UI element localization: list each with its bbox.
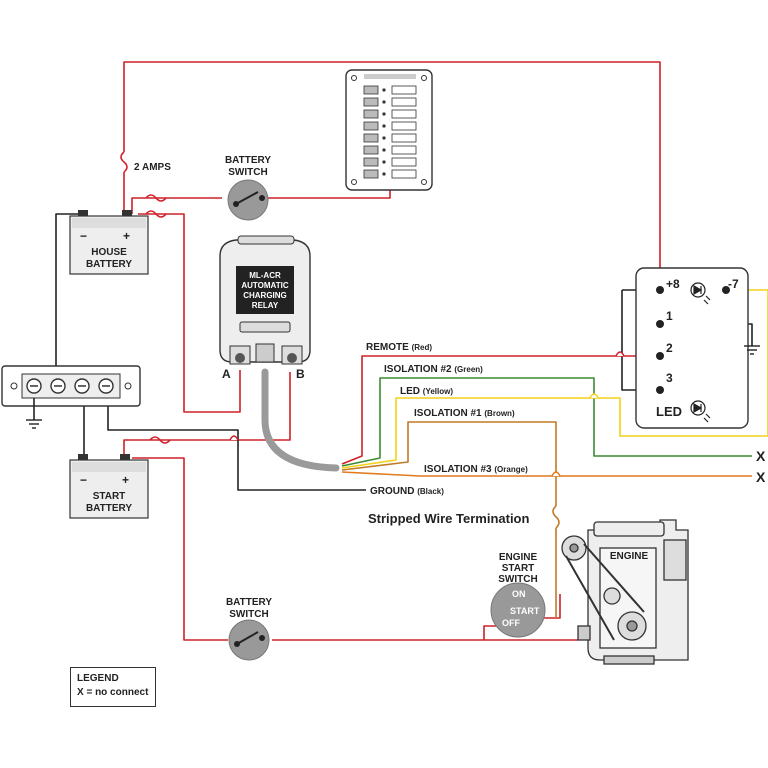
led-indicator-icon <box>690 400 711 423</box>
led-diode-icon <box>690 282 711 305</box>
wire-isolation-2 <box>341 377 752 467</box>
breaker-row <box>363 133 417 143</box>
label-led-wire: LED (Yellow) <box>400 386 453 397</box>
label-remote: REMOTE (Red) <box>366 342 432 353</box>
wire-harness <box>261 368 340 472</box>
house-battery-label-2: BATTERY <box>86 259 132 270</box>
breaker-row <box>363 169 417 179</box>
acr-label-3: CHARGING <box>243 291 287 300</box>
negative-bus-bar <box>1 365 141 420</box>
start-battery-label-2: BATTERY <box>86 503 132 514</box>
acr-terminal-a: A <box>222 367 231 381</box>
label-isolation-1: ISOLATION #1 (Brown) <box>414 408 515 419</box>
legend-entry: X = no connect <box>77 687 149 698</box>
no-connect-x-orange: X <box>756 469 766 485</box>
wire-house-to-acr-a <box>138 213 241 413</box>
wire-start-switch-to-engine <box>540 594 561 619</box>
led-panel: +8 -7 1 2 3 LED <box>635 267 749 429</box>
battery-switch-top-label-1: BATTERY <box>225 155 271 166</box>
ess-on: ON <box>512 589 526 599</box>
wire-led-yellow <box>341 289 768 469</box>
engine-label: ENGINE <box>610 551 649 562</box>
fuse-house-a <box>145 194 167 202</box>
start-battery-plus: + <box>122 473 129 487</box>
breaker-row <box>363 145 417 155</box>
breaker-row <box>363 97 417 107</box>
fuse-rating-label: 2 AMPS <box>134 162 171 173</box>
wire-ground-to-busbar <box>107 386 366 491</box>
acr-terminal-b: B <box>296 367 305 381</box>
no-connect-x-green: X <box>756 448 766 464</box>
house-battery-plus: + <box>123 229 130 243</box>
breaker-panel <box>345 69 433 191</box>
wire-isolation-1 <box>341 421 557 506</box>
led-terminal-2: 2 <box>666 341 673 355</box>
wire-isolation-3 <box>341 471 752 477</box>
engine-start-switch: ENGINE START SWITCH ON START OFF <box>490 552 546 638</box>
house-battery-label-1: HOUSE <box>91 247 127 258</box>
acr-label-1: ML-ACR <box>249 271 281 280</box>
stripped-wire-caption: Stripped Wire Termination <box>368 511 529 526</box>
ground-symbol-led <box>744 345 760 355</box>
battery-switch-bottom-label-1: BATTERY <box>226 597 272 608</box>
house-battery-minus: − <box>80 229 87 243</box>
fuse-start <box>149 436 171 444</box>
acr-relay: ML-ACR AUTOMATIC CHARGING RELAY A B <box>219 235 311 381</box>
battery-switch-top-label-2: SWITCH <box>228 167 267 178</box>
fuse-brown <box>552 505 560 529</box>
ess-start: START <box>510 606 540 616</box>
start-battery-label-1: START <box>93 491 126 502</box>
breaker-row <box>363 157 417 167</box>
hop-remote <box>615 351 625 357</box>
legend-title: LEGEND <box>77 673 119 684</box>
legend: LEGEND X = no connect <box>70 667 156 707</box>
battery-switch-top: BATTERY SWITCH <box>225 155 271 221</box>
hop-orange <box>551 471 561 477</box>
led-terminal-minus7: -7 <box>728 277 739 291</box>
ess-label-1: ENGINE <box>499 552 538 563</box>
led-terminal-1: 1 <box>666 309 673 323</box>
breaker-row <box>363 85 417 95</box>
fuse-house-b <box>145 210 167 218</box>
ground-symbol-busbar <box>26 419 42 429</box>
hop-yellow <box>589 393 599 399</box>
acr-label-2: AUTOMATIC <box>241 281 288 290</box>
ess-label-2: START <box>502 563 535 574</box>
breaker-row <box>363 109 417 119</box>
wire-start-to-acr-b <box>123 372 291 458</box>
label-isolation-3: ISOLATION #3 (Orange) <box>424 464 528 475</box>
ess-label-3: SWITCH <box>498 574 537 585</box>
battery-switch-bottom: BATTERY SWITCH <box>226 597 272 661</box>
engine-illustration <box>561 519 689 665</box>
hop-start-red <box>229 435 239 441</box>
led-terminal-plus8: +8 <box>666 277 680 291</box>
wire-house-negative-to-busbar <box>55 213 78 378</box>
fuse-2-amps-symbol <box>120 151 128 173</box>
start-battery-minus: − <box>80 473 87 487</box>
ess-off: OFF <box>502 618 520 628</box>
acr-label-4: RELAY <box>252 301 279 310</box>
wire-house-to-battery-switch <box>131 197 222 214</box>
wire-house-to-led-positive <box>123 61 661 290</box>
battery-switch-bottom-label-2: SWITCH <box>229 609 268 620</box>
label-isolation-2: ISOLATION #2 (Green) <box>384 364 483 375</box>
label-ground: GROUND (Black) <box>370 486 444 497</box>
wire-remote <box>341 355 660 465</box>
wire-start-to-battery-switch <box>132 457 228 641</box>
start-battery: − + START BATTERY <box>69 454 149 519</box>
wire-start-switch-off <box>483 625 500 640</box>
led-panel-label: LED <box>656 404 682 419</box>
led-terminal-3: 3 <box>666 371 673 385</box>
house-battery: − + HOUSE BATTERY <box>69 210 149 275</box>
breaker-row <box>363 121 417 131</box>
